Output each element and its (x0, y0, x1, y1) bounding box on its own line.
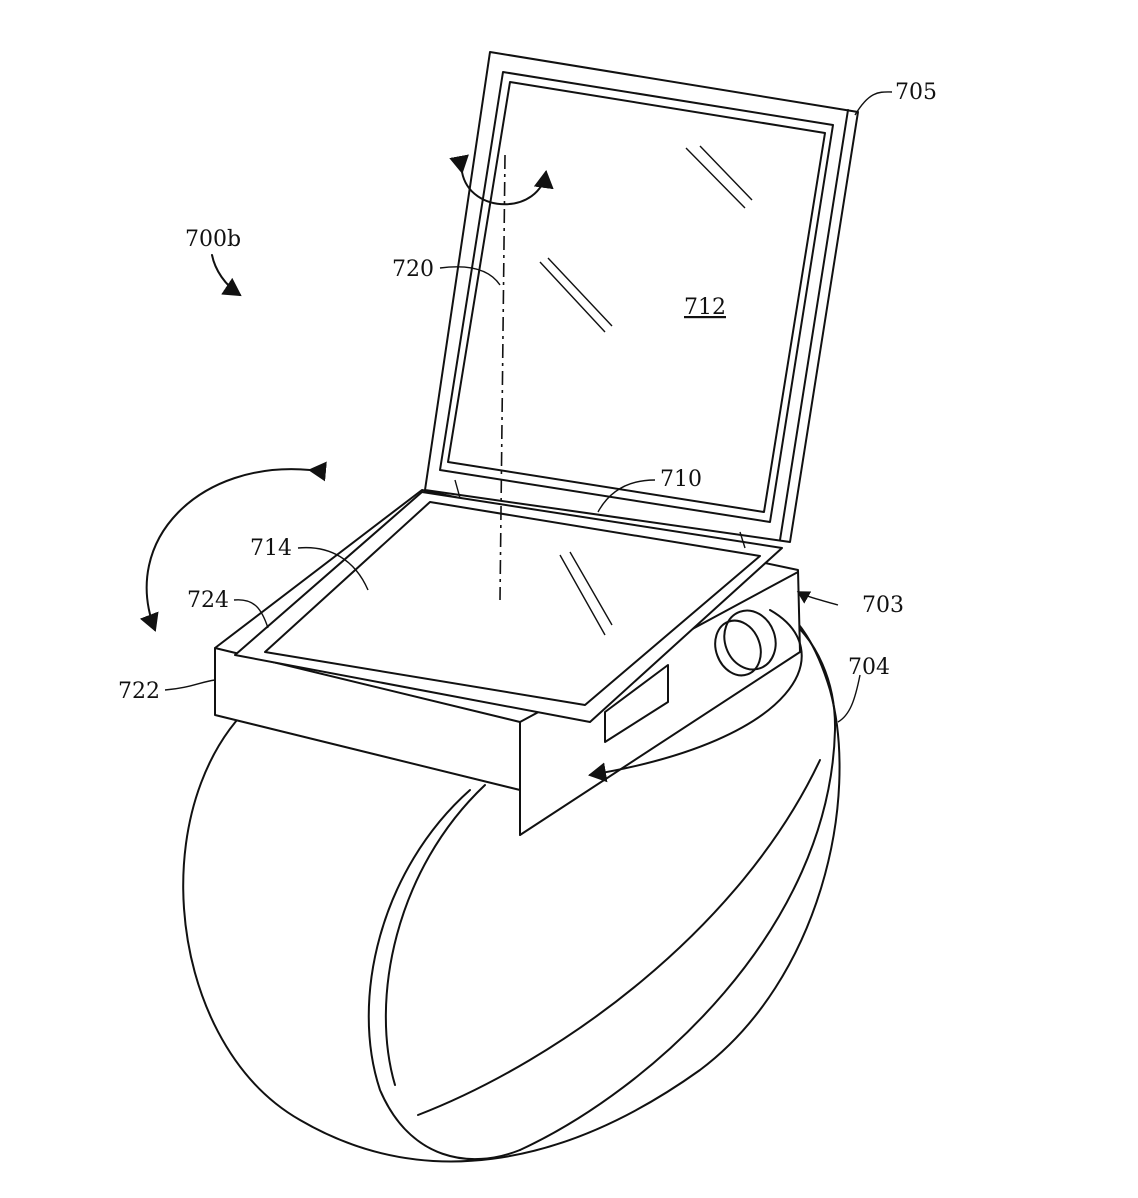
watch-body (214, 479, 801, 836)
leader-lines (164, 91, 893, 723)
label-710: 710 (660, 467, 702, 492)
rotate-arrow-top (449, 154, 554, 206)
rotate-arrow-left (139, 461, 327, 632)
label-724: 724 (187, 588, 229, 613)
label-704: 704 (848, 655, 890, 680)
flip-display (424, 51, 859, 543)
pointer-arrow-700b (211, 254, 242, 297)
label-705: 705 (895, 80, 937, 105)
label-703: 703 (862, 593, 904, 618)
label-720: 720 (392, 257, 434, 282)
label-712: 712 (684, 295, 726, 320)
rotation-axis (499, 154, 506, 601)
label-722: 722 (118, 679, 160, 704)
wrist-band (182, 609, 841, 1163)
rotate-arrow-crown (588, 609, 803, 783)
label-714: 714 (250, 536, 292, 561)
label-700b: 700b (185, 227, 241, 252)
